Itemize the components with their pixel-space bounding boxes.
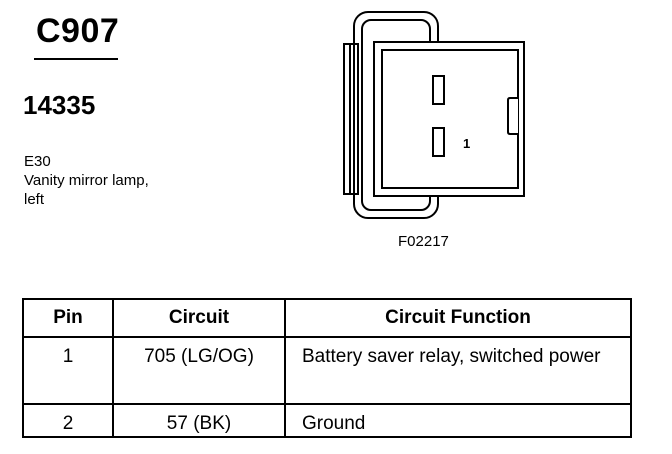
- header-circuit: Circuit: [112, 298, 286, 338]
- connector-id-underline: [34, 58, 118, 60]
- component-description-line-1: Vanity mirror lamp,: [24, 172, 149, 189]
- cell-circuit: 57 (BK): [112, 403, 286, 438]
- pin-1-cavity: [432, 127, 445, 157]
- connector-id: C907: [36, 12, 120, 50]
- cell-pin: 2: [22, 403, 114, 438]
- cell-circuit-function: Battery saver relay, switched power: [284, 336, 632, 405]
- part-number: 14335: [23, 90, 96, 120]
- header-pin: Pin: [22, 298, 114, 338]
- connector-face-diagram: 1: [343, 11, 525, 219]
- pin-2-cavity: [432, 75, 445, 105]
- header-circuit-function: Circuit Function: [284, 298, 632, 338]
- pin-table: Pin Circuit Circuit Function 1 705 (LG/O…: [22, 298, 632, 438]
- cell-circuit-function: Ground: [284, 403, 632, 438]
- cell-pin: 1: [22, 336, 114, 405]
- figure-code: F02217: [398, 233, 449, 250]
- pin-1-label: 1: [463, 136, 470, 151]
- table-header-row: Pin Circuit Circuit Function: [22, 298, 632, 338]
- component-info: E30 Vanity mirror lamp, left: [24, 152, 149, 209]
- table-row: 1 705 (LG/OG) Battery saver relay, switc…: [22, 336, 632, 405]
- connector-latch: [507, 97, 518, 135]
- connector-face: [373, 41, 525, 197]
- component-description-line-2: left: [24, 191, 45, 208]
- table-row: 2 57 (BK) Ground: [22, 403, 632, 438]
- cell-circuit: 705 (LG/OG): [112, 336, 286, 405]
- component-code: E30: [24, 153, 51, 170]
